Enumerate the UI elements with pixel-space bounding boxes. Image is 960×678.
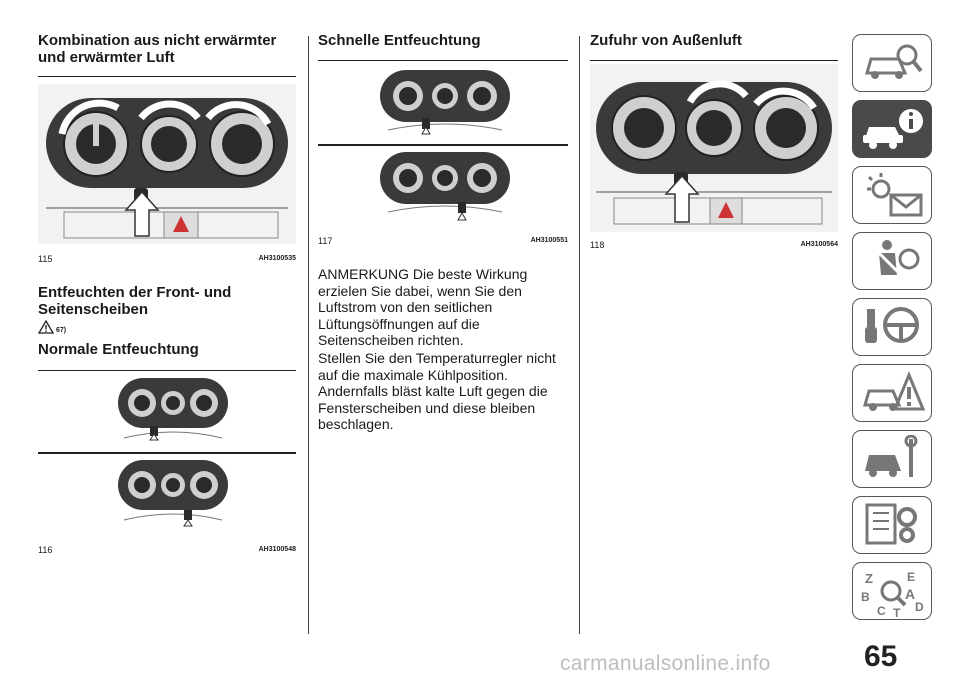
figure-code: AH3100551 xyxy=(530,237,568,244)
column-divider xyxy=(308,36,309,634)
tab-breakdown[interactable] xyxy=(852,364,932,422)
figure-115 xyxy=(38,84,296,244)
rule xyxy=(38,76,296,77)
index-letter: A xyxy=(905,586,915,602)
figure-116 xyxy=(38,374,296,534)
watermark: carmanualsonline.info xyxy=(560,652,771,675)
climate-panel-illustration xyxy=(38,84,296,244)
tab-car-service[interactable] xyxy=(852,430,932,488)
tab-index[interactable]: Z E B A C T D xyxy=(852,562,932,620)
car-info-icon xyxy=(863,109,923,149)
heading-quick-defogging: Schnelle Entfeuchtung xyxy=(318,32,481,49)
climate-panel-illustration xyxy=(38,378,296,527)
rule xyxy=(38,370,296,371)
index-letter: T xyxy=(893,606,901,617)
figure-code: AH3100564 xyxy=(800,241,838,248)
index-icon: Z E B A C T D xyxy=(861,570,924,617)
key-steering-icon xyxy=(865,307,919,343)
heading-normal-defogging: Normale Entfeuchtung xyxy=(38,341,199,358)
index-letter: E xyxy=(907,570,915,584)
note-paragraph: ANMERKUNG Die beste Wirkung erzielen Sie… xyxy=(318,266,528,349)
tab-specs[interactable] xyxy=(852,496,932,554)
figure-number: 115 xyxy=(38,254,53,264)
figure-number: 116 xyxy=(38,545,53,555)
specs-icon xyxy=(865,503,917,545)
index-letter: Z xyxy=(865,571,873,586)
rule xyxy=(318,60,568,61)
temperature-paragraph: Stellen Sie den Temperaturregler nicht a… xyxy=(318,350,556,433)
breakdown-icon xyxy=(863,371,925,411)
warning-reference: 67) xyxy=(56,327,67,334)
warning-triangle-icon xyxy=(38,320,54,334)
seatbelt-airbag-icon xyxy=(875,240,920,275)
tab-warning-lights[interactable] xyxy=(852,166,932,224)
heading-combination: Kombination aus nicht erwärmter und erwä… xyxy=(38,32,277,66)
tab-car-search[interactable] xyxy=(852,34,932,92)
car-service-icon xyxy=(865,435,918,477)
heading-defogging: Entfeuchten der Front- und Seitenscheibe… xyxy=(38,284,232,318)
tab-car-info[interactable] xyxy=(852,100,932,158)
figure-number: 118 xyxy=(590,240,605,250)
climate-panel-illustration xyxy=(318,70,568,221)
tab-key-steering[interactable] xyxy=(852,298,932,356)
figure-118 xyxy=(590,64,838,232)
car-search-icon xyxy=(865,44,923,79)
figure-117 xyxy=(318,62,568,230)
tab-seatbelt-airbag[interactable] xyxy=(852,232,932,290)
figure-number: 117 xyxy=(318,236,333,246)
index-letter: B xyxy=(861,590,870,604)
climate-panel-illustration xyxy=(590,64,838,232)
index-letter: C xyxy=(877,604,886,617)
rule xyxy=(590,60,838,61)
figure-code: AH3100548 xyxy=(258,546,296,553)
page-number: 65 xyxy=(864,640,898,673)
magnifier-icon xyxy=(880,580,902,602)
figure-code: AH3100535 xyxy=(258,255,296,262)
heading-outside-air: Zufuhr von Außenluft xyxy=(590,32,742,49)
warning-note: 67) xyxy=(38,320,66,334)
warning-lights-icon xyxy=(867,173,923,217)
column-divider xyxy=(579,36,580,634)
index-letter: D xyxy=(915,600,924,614)
